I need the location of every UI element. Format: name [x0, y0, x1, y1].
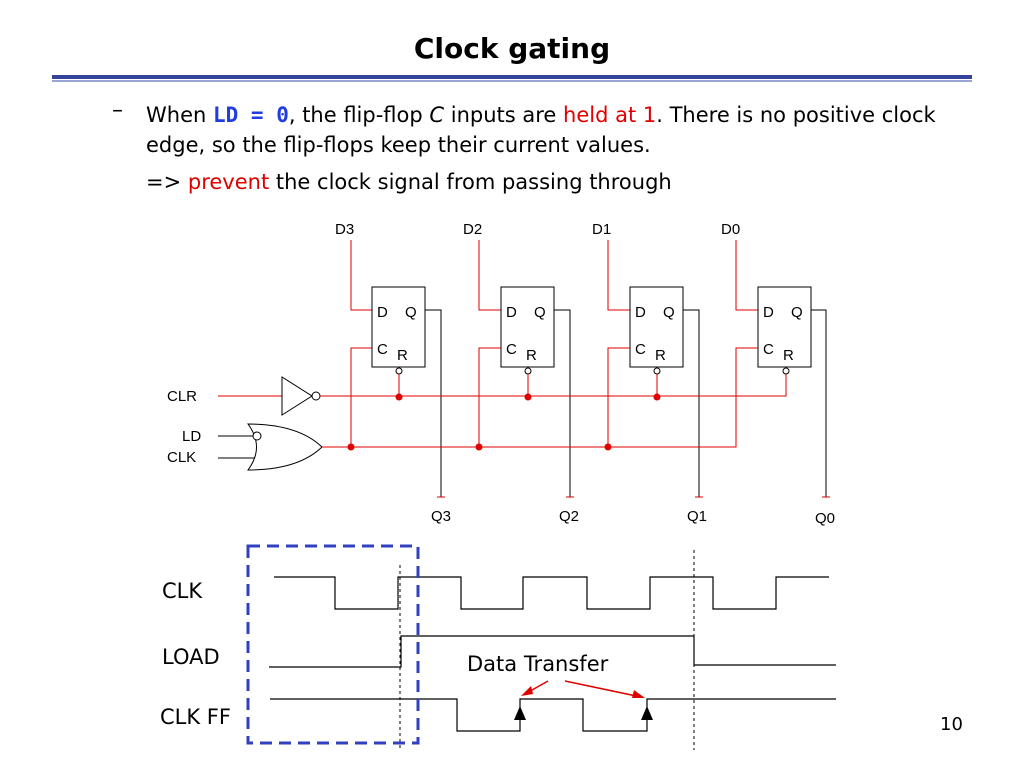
- signal-label-clk-ff: CLK FF: [160, 705, 231, 729]
- output-label-q2: Q2: [559, 508, 579, 525]
- timing-diagram: CLK LOAD CLK FF Data Transfer: [160, 544, 836, 750]
- waveform-load: [269, 635, 836, 668]
- clr-junction: [653, 393, 661, 401]
- bullet-text: When LD = 0, the flip-flop C inputs are …: [146, 100, 946, 160]
- ff0-d-label: D: [763, 304, 774, 321]
- ff1-r-label: R: [655, 347, 666, 364]
- bullet-part-2: , the flip-flop: [288, 103, 430, 127]
- ff3-r-label: R: [397, 347, 408, 364]
- ld-condition: LD = 0: [212, 103, 289, 127]
- clock-junction: [475, 443, 483, 451]
- input-label-d3: D3: [335, 221, 354, 238]
- clock-junction: [604, 443, 612, 451]
- output-label-q3: Q3: [431, 508, 451, 525]
- input-label-d0: D0: [721, 221, 740, 238]
- flip-flop-3: [371, 286, 426, 368]
- wire-q1: [683, 309, 700, 497]
- edge-arrow-1: [514, 706, 526, 720]
- clock-junction: [347, 443, 355, 451]
- output-label-q1: Q1: [687, 508, 707, 525]
- ff1-c-label: C: [635, 341, 646, 358]
- clr-bus: [320, 374, 787, 397]
- ff2-reset-bubble: [524, 367, 532, 375]
- or-gate: [247, 423, 323, 471]
- not-gate-bubble: [311, 391, 321, 401]
- ff1-d-label: D: [635, 304, 646, 321]
- input-label-d1: D1: [592, 221, 611, 238]
- ff3-q-label: Q: [405, 304, 417, 321]
- waveform-clk-ff: [270, 698, 836, 732]
- or-gate-input-bubble: [252, 431, 262, 441]
- flip-flop-0: [757, 286, 812, 368]
- or-gate-inputs: [218, 435, 258, 459]
- clr-drops: [398, 374, 658, 396]
- clr-junction: [524, 393, 532, 401]
- clr-junction: [395, 393, 403, 401]
- circuit-diagram: D3 D2 D1 D0 D Q C R D Q C R D Q C R D: [167, 221, 835, 527]
- prevent-word: prevent: [187, 170, 270, 194]
- held-phrase: held at 1: [563, 103, 657, 127]
- ff3-reset-bubble: [395, 367, 403, 375]
- ff2-q-label: Q: [534, 304, 546, 321]
- wire-d1: [607, 240, 630, 311]
- data-transfer-label: Data Transfer: [467, 652, 609, 676]
- bullet-part-1: When: [146, 103, 213, 127]
- ff1-q-label: Q: [663, 304, 675, 321]
- bullet-dash: –: [112, 98, 123, 123]
- ff2-r-label: R: [526, 347, 537, 364]
- ff3-d-label: D: [377, 304, 388, 321]
- c-input-name: C: [429, 103, 445, 127]
- ff0-reset-bubble: [782, 367, 790, 375]
- gating-highlight-box: [246, 544, 420, 745]
- clk-label: CLK: [167, 449, 196, 466]
- ff1-reset-bubble: [653, 367, 661, 375]
- page-number: 10: [940, 714, 963, 735]
- ff2-d-label: D: [506, 304, 517, 321]
- bullet-part-3: inputs are: [444, 103, 564, 127]
- clr-label: CLR: [167, 388, 197, 405]
- annotation-arrowhead-right: [632, 690, 645, 698]
- flip-flop-1: [629, 286, 684, 368]
- input-label-d2: D2: [463, 221, 482, 238]
- output-label-q0: Q0: [815, 510, 835, 527]
- arrow-line-rest: the clock signal from passing through: [269, 170, 672, 194]
- title-rule-shadow: [52, 80, 972, 82]
- slide-title: Clock gating: [413, 32, 611, 65]
- bullet-part-4: . There is no positive clock edge, so th…: [146, 103, 936, 157]
- arrow-line: => prevent the clock signal from passing…: [146, 170, 672, 194]
- annotation-arrowhead-left: [521, 686, 533, 696]
- ff2-c-label: C: [506, 341, 517, 358]
- flip-flop-2: [500, 286, 555, 368]
- title-rule: [52, 75, 972, 79]
- wire-d0: [735, 240, 758, 311]
- not-gate: [281, 376, 313, 416]
- wire-d3: [350, 240, 372, 311]
- annotation-arrow-right: [564, 680, 642, 698]
- edge-arrow-2: [641, 706, 653, 720]
- wire-q2: [554, 309, 571, 497]
- ff0-q-label: Q: [791, 304, 803, 321]
- signal-label-load: LOAD: [162, 645, 220, 669]
- ff0-r-label: R: [783, 347, 794, 364]
- wire-q3: [425, 309, 442, 497]
- wire-q0: [811, 309, 827, 497]
- clock-bus: [322, 347, 758, 448]
- clock-drops: [350, 347, 630, 447]
- ld-label: LD: [182, 428, 201, 445]
- ff3-c-label: C: [377, 341, 388, 358]
- waveform-clk: [274, 576, 829, 610]
- ff0-c-label: C: [763, 341, 774, 358]
- signal-label-clk: CLK: [162, 579, 203, 603]
- arrow-symbol: =>: [146, 170, 188, 194]
- wire-d2: [478, 240, 501, 311]
